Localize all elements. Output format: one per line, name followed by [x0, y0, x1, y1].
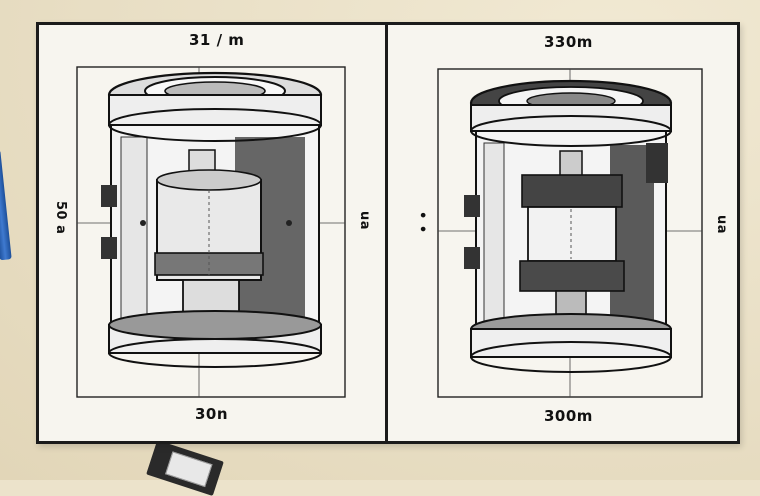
left-bottom-dimension: 30n — [195, 405, 229, 423]
right-cylinder-drawing — [437, 68, 703, 398]
drawing-sheet: 31 / m 30n 50 a ua — [36, 22, 740, 444]
right-bottom-dimension: 300m — [544, 407, 593, 425]
right-side-dimension-right: ua — [714, 215, 729, 235]
left-side-dimension-right: ua — [357, 211, 372, 231]
left-panel: 31 / m 30n 50 a ua — [39, 25, 385, 441]
right-panel: 330m 300m • • ua — [388, 25, 737, 441]
panel-divider — [385, 25, 388, 441]
left-cylinder-drawing — [76, 66, 346, 398]
left-top-dimension: 31 / m — [189, 31, 245, 49]
right-top-dimension: 330m — [544, 33, 593, 51]
left-side-dimension-left: 50 a — [53, 201, 68, 235]
right-side-dimension-left: • • — [414, 211, 429, 234]
